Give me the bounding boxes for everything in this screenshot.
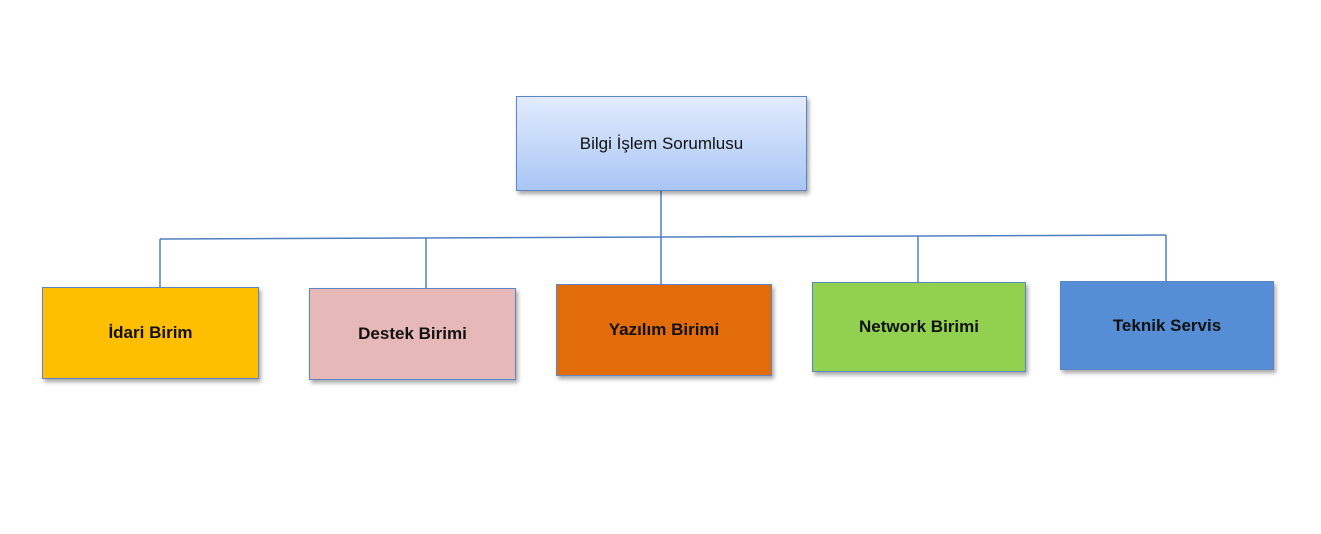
horizontal-connector — [159, 234, 1167, 240]
unit-teknik: Teknik Servis — [1060, 281, 1274, 370]
unit-destek: Destek Birimi — [309, 288, 516, 380]
unit-label: Destek Birimi — [358, 324, 467, 343]
unit-label: Teknik Servis — [1112, 315, 1222, 335]
unit-yazilim: Yazılım Birimi — [556, 284, 772, 376]
root-label: Bilgi İşlem Sorumlusu — [579, 133, 744, 153]
unit-label: İdari Birim — [108, 323, 193, 342]
unit-network: Network Birimi — [812, 282, 1026, 372]
root-node: Bilgi İşlem Sorumlusu — [516, 96, 807, 191]
unit-label: Network Birimi — [859, 317, 979, 336]
unit-label: Yazılım Birimi — [608, 320, 720, 339]
unit-idari: İdari Birim — [42, 287, 259, 379]
